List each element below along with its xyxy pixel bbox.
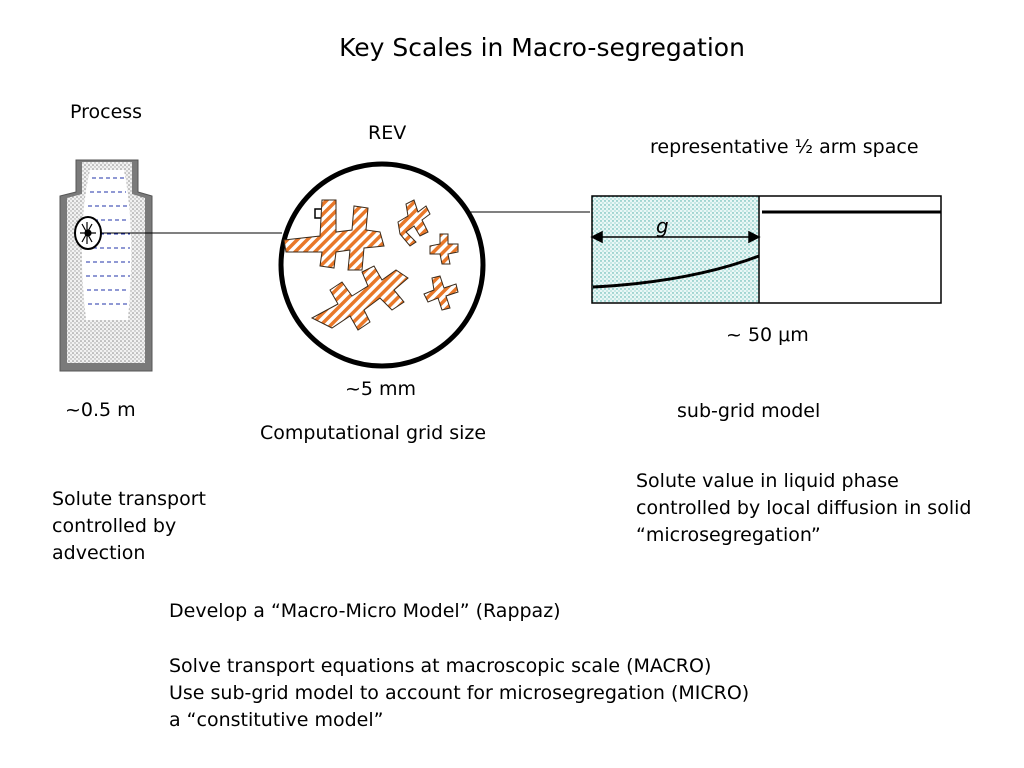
process-note-line: advection [52,542,146,564]
arm-space-label: representative ½ arm space [650,136,919,158]
liquid-note-line: “microsegregation” [636,524,821,546]
rev-label: REV [368,122,407,144]
process-scale-label: ~0.5 m [65,399,136,421]
process-note: Solute transport controlled by advection [52,486,312,567]
small-dendrite-1 [397,199,431,247]
mold-liquid-core [81,170,132,320]
arm-space-outline [591,195,942,304]
small-dendrite-3 [423,275,459,311]
notes-line-2: Solve transport equations at macroscopic… [169,655,712,677]
subgrid-model-label: sub-grid model [677,400,821,422]
liquid-phase-note: Solute value in liquid phase controlled … [636,468,1024,549]
liquid-note-line: controlled by local diffusion in solid [636,497,972,519]
rev-scale-label: ~5 mm [345,378,417,400]
notes-line-3: Use sub-grid model to account for micros… [169,682,750,704]
notes-line-4: a “constitutive model” [169,709,384,731]
casting-mold [59,159,153,372]
process-label: Process [70,101,143,123]
summary-notes: Develop a “Macro-Micro Model” (Rappaz) S… [169,598,749,734]
solid-concentration-curve [592,254,760,289]
large-dendrite-1 [283,199,385,271]
notes-spacer [169,625,749,653]
page-title: Key Scales in Macro-segregation [339,33,745,62]
mold-liquid-dashes [86,177,130,305]
g-double-arrow [590,230,761,244]
solid-region [592,196,759,303]
arm-scale-label: ~ 50 μm [726,324,809,346]
g-symbol-label: g [656,214,669,238]
process-note-line: controlled by [52,515,177,537]
sample-dendrite-icon [80,222,96,244]
grid-size-label: Computational grid size [260,422,487,444]
rev-circle [278,161,486,369]
rev-circle-group [278,161,486,369]
notes-line-1: Develop a “Macro-Micro Model” (Rappaz) [169,600,561,622]
liquid-note-line: Solute value in liquid phase [636,470,899,492]
process-note-line: Solute transport [52,488,206,510]
arm-space-box [590,195,942,304]
large-dendrite-2 [310,265,409,331]
small-dendrite-2 [429,233,459,265]
